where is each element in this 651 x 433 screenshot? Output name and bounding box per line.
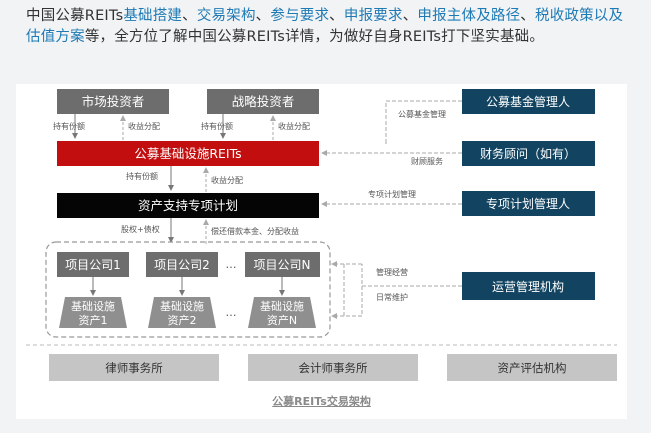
- fund-management-label: 公募基金管理: [398, 109, 446, 119]
- project-company-n-box: [245, 252, 320, 277]
- abs-income-label: 收益分配: [211, 175, 243, 185]
- intro-text-1: 中国公募REITs: [26, 8, 124, 24]
- market-investor-box: [57, 89, 169, 114]
- reits-structure-diagram: 市场投资者 战略投资者 持有份额 收益分配 持有份额 收益分配 公募基础设施RE…: [26, 89, 617, 381]
- intro-paragraph: 中国公募REITs基础搭建、交易架构、参与要求、申报要求、申报主体及路径、税收政…: [26, 6, 632, 48]
- infra-asset-1-line2: 资产1: [79, 313, 108, 327]
- repay-label: 偿还借款本金、分配收益: [211, 226, 299, 236]
- market-holding-label: 持有份额: [53, 121, 85, 131]
- fund-manager-label: 公募基金管理人: [486, 94, 570, 109]
- reit-fund-label: 公募基础设施REITs: [134, 146, 241, 161]
- project-ellipsis: …: [226, 258, 237, 271]
- project-group-container: [45, 241, 331, 338]
- keyword-link-transaction-structure[interactable]: 交易架构: [196, 8, 256, 24]
- accounting-firm-label: 会计师事务所: [299, 361, 368, 375]
- strategic-income-label: 收益分配: [278, 121, 310, 131]
- keyword-link-basic-setup[interactable]: 基础搭建: [123, 8, 183, 24]
- keyword-link-application-requirements[interactable]: 申报要求: [343, 8, 403, 24]
- fund-manager-box: [462, 89, 595, 114]
- daily-maintenance-label: 日常维护: [376, 292, 408, 302]
- infra-asset-n-line2: 资产N: [267, 313, 297, 327]
- financial-services-label: 财顾服务: [411, 156, 443, 166]
- strategic-investor-box: [207, 89, 319, 114]
- operator-bracket: [343, 263, 363, 317]
- abs-plan-box: [57, 193, 319, 218]
- reit-fund-box: [57, 141, 319, 166]
- law-firm-label: 律师事务所: [105, 361, 163, 375]
- diagram-card: 市场投资者 战略投资者 持有份额 收益分配 持有份额 收益分配 公募基础设施RE…: [16, 84, 627, 419]
- keyword-link-tax-valuation[interactable]: 税收政策以及估值方案: [26, 8, 624, 45]
- management-operation-label: 管理经营: [376, 267, 408, 277]
- project-company-n-label: 项目公司N: [254, 258, 311, 272]
- project-company-2-label: 项目公司2: [154, 258, 210, 272]
- appraisal-agency-label: 资产评估机构: [498, 361, 567, 375]
- fund-manager-connector: [385, 100, 462, 140]
- plan-management-label: 专项计划管理: [368, 189, 416, 199]
- asset-ellipsis: …: [226, 306, 237, 319]
- operator-label: 运营管理机构: [492, 279, 564, 294]
- keyword-link-participation-requirements[interactable]: 参与要求: [270, 8, 330, 24]
- project-company-2-box: [146, 252, 218, 277]
- plan-manager-box: [462, 191, 595, 216]
- intro-text-2: 等，全方位了解中国公募REITs详情，为做好自身REITs打下坚实基础。: [84, 29, 545, 45]
- market-income-label: 收益分配: [128, 121, 160, 131]
- project-company-1-label: 项目公司1: [65, 258, 121, 272]
- financial-advisor-label: 财务顾问（如有）: [480, 146, 576, 161]
- intro-sep-5: 、: [520, 8, 535, 24]
- equity-debt-label: 股权+债权: [121, 224, 160, 234]
- intro-sep-3: 、: [329, 8, 344, 24]
- reit-holding-label: 持有份额: [126, 171, 158, 181]
- strategic-holding-label: 持有份额: [201, 121, 233, 131]
- project-company-1-box: [57, 252, 129, 277]
- abs-plan-label: 资产支持专项计划: [138, 198, 238, 213]
- financial-advisor-box: [462, 141, 595, 166]
- market-investor-label: 市场投资者: [82, 94, 145, 109]
- accounting-firm-box: [248, 354, 418, 381]
- infra-asset-2-line2: 资产2: [168, 313, 197, 327]
- keyword-link-application-subject-path[interactable]: 申报主体及路径: [417, 8, 521, 24]
- infra-asset-1-line1: 基础设施: [71, 300, 115, 313]
- intro-sep-1: 、: [182, 8, 197, 24]
- operator-box: [462, 272, 595, 300]
- intro-sep-4: 、: [402, 8, 418, 24]
- infra-asset-2-shape: [148, 297, 216, 328]
- strategic-investor-label: 战略投资者: [232, 94, 295, 109]
- appraisal-agency-box: [447, 354, 617, 381]
- diagram-caption-link[interactable]: 公募REITs交易架构: [272, 395, 371, 408]
- infra-asset-n-line1: 基础设施: [260, 300, 304, 313]
- infra-asset-1-shape: [59, 297, 127, 328]
- infra-asset-2-line1: 基础设施: [160, 300, 204, 313]
- intro-sep-2: 、: [255, 8, 271, 24]
- infra-asset-n-shape: [248, 297, 316, 328]
- plan-manager-label: 专项计划管理人: [486, 196, 570, 211]
- law-firm-box: [49, 354, 219, 381]
